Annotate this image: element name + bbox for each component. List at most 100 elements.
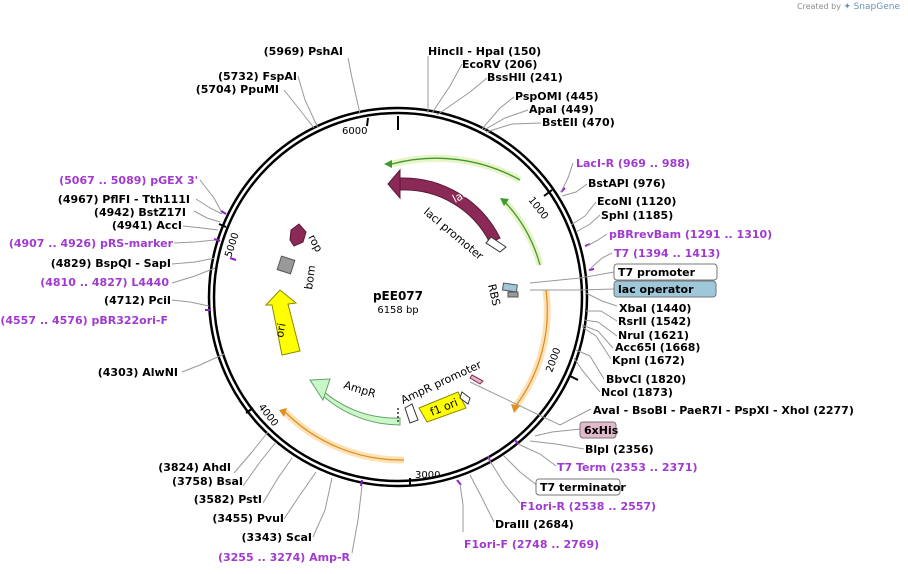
rbs-label: RBS	[485, 283, 503, 307]
primer-mark-pRS-marker	[213, 238, 221, 242]
feature-6xHis: 6xHis	[584, 424, 619, 437]
t7-promoter-box	[613, 263, 718, 281]
feature-T7-terminator: T7 terminator	[540, 481, 626, 494]
tick-2000	[569, 375, 579, 381]
f1-ori-feature[interactable]	[418, 391, 467, 423]
primer-T7: T7 (1394 .. 1413)	[614, 247, 720, 260]
primer-pBRrevBam: pBRrevBam (1291 .. 1310)	[609, 228, 772, 241]
site-leader-lines	[171, 56, 618, 554]
ampR-arrowhead	[309, 378, 331, 402]
primer-mark-T7-term	[514, 439, 519, 445]
tick-5000	[218, 223, 227, 228]
site-PstI: (3582) PstI	[194, 493, 262, 506]
plasmid-size: 6158 bp	[377, 305, 418, 316]
t7-outer-arc-line	[514, 289, 548, 408]
site-ScaI: (3343) ScaI	[242, 531, 312, 544]
bom-label: bom	[302, 264, 318, 290]
created-by-text: Created by	[796, 2, 841, 11]
primer-mark-L4440	[229, 257, 237, 261]
amp-outer-arc-line	[284, 411, 405, 461]
tick-label-1000: 1000	[526, 195, 550, 222]
rbs-feature[interactable]	[507, 291, 519, 298]
bom-feature[interactable]	[276, 255, 296, 275]
site-BbvCI: BbvCI (1820)	[606, 373, 686, 386]
primer-mark-pGEX	[220, 210, 227, 215]
primer-T7-Term: T7 Term (2353 .. 2371)	[557, 461, 698, 474]
primer-pRS-marker: (4907 .. 4926) pRS-marker	[9, 237, 174, 250]
primer-pGEX-3: (5067 .. 5089) pGEX 3'	[59, 174, 198, 187]
lacI-outer-arc-line	[391, 157, 521, 181]
ampR-label: AmpR	[342, 378, 378, 400]
lac-operator-feature[interactable]	[501, 282, 518, 293]
primer-L4440: (4810 .. 4827) L4440	[40, 276, 169, 289]
plasmid-name: pEE077	[373, 289, 423, 303]
site-AhdI: (3824) AhdI	[158, 461, 231, 474]
lacI-promoter-arrowhead	[500, 198, 509, 206]
site-KpnI: KpnI (1672)	[612, 354, 685, 367]
site-AccI: (4941) AccI	[112, 219, 182, 232]
ori-feature[interactable]	[264, 289, 301, 356]
lac-operator-box	[613, 280, 717, 298]
amp-outer-arrowhead	[279, 408, 287, 417]
site-FspAI: (5732) FspAI	[218, 70, 297, 83]
primer-F1ori-R: F1ori-R (2538 .. 2557)	[520, 500, 656, 513]
tick-1000	[543, 189, 553, 197]
primer-LacI-R: LacI-R (969 .. 988)	[576, 157, 690, 170]
site-RsrII: RsrII (1542)	[618, 315, 691, 328]
rop-label: rop	[305, 232, 325, 254]
6xHis-box	[579, 421, 617, 439]
brand-name: SnapGene	[853, 2, 900, 12]
site-AvaI-XhoI: AvaI - BsoBI - PaeR7I - PspXI - XhoI (22…	[593, 404, 854, 417]
site-PshAI: (5969) PshAI	[264, 45, 343, 58]
rop-feature[interactable]	[289, 223, 307, 247]
tick-label-3000: 3000	[415, 470, 440, 481]
ampR-feature[interactable]	[314, 382, 401, 426]
site-EcoRV: EcoRV (206)	[462, 58, 537, 71]
6xHis-feature[interactable]	[469, 374, 484, 385]
feature-T7-promoter: T7 promoter	[618, 266, 696, 279]
tick-4000	[245, 407, 254, 414]
site-SphI: SphI (1185)	[601, 209, 673, 222]
site-XbaI: XbaI (1440)	[619, 302, 691, 315]
tick-label-2000: 2000	[544, 346, 563, 374]
site-AlwNI: (4303) AlwNI	[98, 366, 178, 379]
site-EcoNI: EcoNI (1120)	[597, 195, 676, 208]
site-labels: (5969) PshAI (5732) FspAI (5704) PpuMI H…	[0, 45, 854, 564]
site-PpuMI: (5704) PpuMI	[196, 83, 279, 96]
backbone-outer-ring	[207, 106, 589, 488]
site-NcoI: NcoI (1873)	[601, 386, 673, 399]
site-PflFI-Tth111I: (4967) PflFI - Tth111I	[58, 193, 190, 206]
backbone-inner-ring	[212, 111, 584, 483]
t7-terminator-box	[535, 478, 621, 496]
site-BstAPI: BstAPI (976)	[588, 177, 666, 190]
lacI-outer-arrowhead	[384, 160, 392, 168]
t7-outer-arrowhead	[511, 404, 520, 413]
site-BstEII: BstEII (470)	[542, 116, 615, 129]
site-ApaI: ApaI (449)	[529, 103, 594, 116]
site-BssHII: BssHII (241)	[487, 71, 563, 84]
lacI-arrowhead	[387, 168, 401, 200]
site-BstZ17I: (4942) BstZ17I	[94, 206, 186, 219]
site-PvuI: (3455) PvuI	[212, 512, 284, 525]
lacI-promoter-arc-line	[503, 200, 541, 266]
primer-F1ori-F: F1ori-F (2748 .. 2769)	[464, 538, 599, 551]
feature-lac-operator: lac operator	[618, 283, 694, 296]
small-promoter-feature[interactable]	[459, 391, 471, 405]
tick-label-6000: 6000	[342, 126, 367, 137]
site-BspQI-SapI: (4829) BspQI - SapI	[51, 257, 171, 270]
site-HincII-HpaI: HincII - HpaI (150)	[428, 45, 541, 58]
lacI-promoter-feature[interactable]	[485, 236, 507, 253]
primer-Amp-R: (3255 .. 3274) Amp-R	[218, 551, 351, 564]
site-Acc65I: Acc65I (1668)	[615, 341, 700, 354]
primer-mark-Amp-R	[360, 479, 363, 487]
site-PciI: (4712) PciI	[104, 294, 171, 307]
site-DraIII: DraIII (2684)	[495, 518, 574, 531]
primer-pBR322ori-F: (4557 .. 4576) pBR322ori-F	[0, 314, 168, 327]
site-BsaI: (3758) BsaI	[172, 475, 243, 488]
primer-mark-T7	[588, 268, 595, 271]
site-NruI: NruI (1621)	[618, 329, 689, 342]
ampR-promoter-feature[interactable]	[404, 403, 419, 424]
lacI-outer-arc	[391, 154, 522, 184]
